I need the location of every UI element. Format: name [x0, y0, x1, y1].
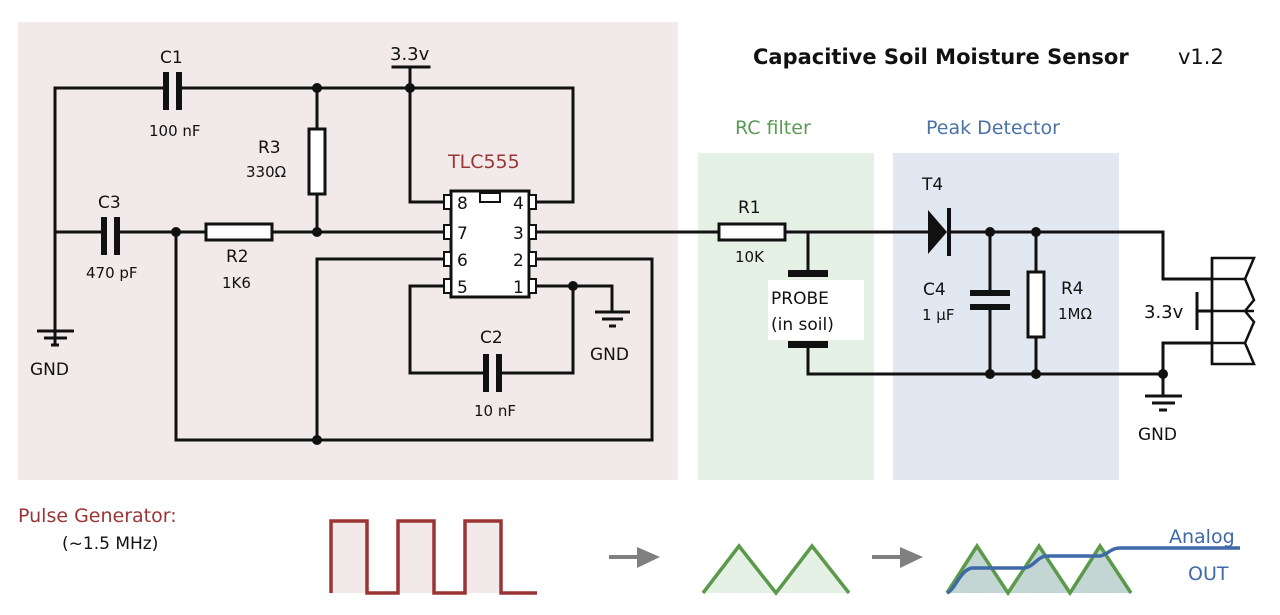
c4-value: 1 µF: [922, 306, 954, 324]
r1-name: R1: [738, 198, 761, 218]
gnd-left-label: GND: [30, 360, 69, 380]
pin-7: 7: [457, 224, 468, 244]
r3-value: 330Ω: [246, 163, 286, 181]
r4-value: 1MΩ: [1058, 305, 1092, 323]
c2-name: C2: [480, 328, 503, 348]
resistor-r4: [1026, 270, 1046, 339]
r4-name: R4: [1061, 279, 1084, 299]
vcc-connector-label: 3.3v: [1144, 302, 1184, 323]
arrow-icon: [872, 547, 923, 568]
pin-5: 5: [457, 278, 468, 298]
wires-rc-filter: [783, 230, 1165, 376]
probe-label-line2: (in soil): [771, 315, 834, 335]
pulse-generator-section: [18, 22, 678, 480]
ground-icon: [37, 328, 74, 347]
resistor-r3: [307, 127, 327, 196]
peak-detector-section: [893, 153, 1119, 480]
capacitor-c1: [163, 72, 182, 110]
ground-icon: [595, 310, 630, 328]
tlc555-chip: [443, 189, 537, 299]
peak-detector-label: Peak Detector: [926, 117, 1060, 139]
pulse-generator-label: Pulse Generator:: [18, 505, 177, 527]
c1-name: C1: [160, 48, 183, 68]
chip-name: TLC555: [447, 151, 520, 173]
peak-wave-fill: [947, 546, 1131, 593]
diagram-title: Capacitive Soil Moisture Sensor: [753, 45, 1129, 69]
ground-icon: [1145, 394, 1182, 412]
rc-filter-label: RC filter: [735, 117, 811, 139]
capacitor-c2: [483, 354, 502, 392]
triangle-wave-fill: [703, 546, 849, 593]
gnd-chip-label: GND: [590, 345, 629, 365]
c4-name: C4: [923, 280, 946, 300]
r2-value: 1K6: [222, 274, 251, 292]
r1-value: 10K: [735, 248, 765, 266]
pin-2: 2: [513, 251, 524, 271]
c3-name: C3: [98, 193, 121, 213]
connector-header: [1195, 256, 1256, 366]
r3-name: R3: [258, 138, 281, 158]
wires-pulse-generator: [53, 65, 721, 442]
resistor-r1: [717, 222, 787, 242]
vcc-top-label: 3.3v: [390, 44, 430, 65]
diode-t4: [928, 208, 951, 256]
square-wave: [329, 519, 537, 595]
capacitor-c3: [101, 217, 120, 255]
t4-name: T4: [921, 175, 943, 195]
r2-name: R2: [226, 247, 249, 267]
c2-value: 10 nF: [474, 402, 516, 420]
wires-peak-detector: [948, 230, 1214, 397]
pin-4: 4: [513, 194, 524, 214]
analog-out-label: Analog: [1169, 526, 1235, 548]
c1-value: 100 nF: [149, 122, 201, 140]
triangle-wave: [701, 543, 851, 596]
arrow-icon: [609, 547, 660, 568]
c3-value: 470 pF: [86, 264, 138, 282]
resistor-r2: [204, 222, 274, 242]
pulse-frequency-label: (~1.5 MHz): [62, 534, 158, 554]
peak-triangle-wave: [945, 542, 1133, 597]
capacitor-c4: [970, 290, 1010, 310]
analog-out-line: [946, 546, 1240, 595]
probe-label-line1: PROBE: [771, 289, 829, 309]
probe-label-box: [768, 280, 864, 340]
square-wave-fill: [331, 521, 501, 593]
probe-plate-top: [788, 270, 828, 277]
pin-6: 6: [457, 251, 468, 271]
gnd-right-label: GND: [1138, 425, 1177, 445]
analog-out-label-2: OUT: [1188, 563, 1229, 585]
pin-3: 3: [513, 224, 524, 244]
diagram-version: v1.2: [1178, 45, 1224, 69]
pin-8: 8: [457, 194, 468, 214]
probe-plate-bottom: [788, 341, 828, 348]
pin-1: 1: [513, 278, 524, 298]
